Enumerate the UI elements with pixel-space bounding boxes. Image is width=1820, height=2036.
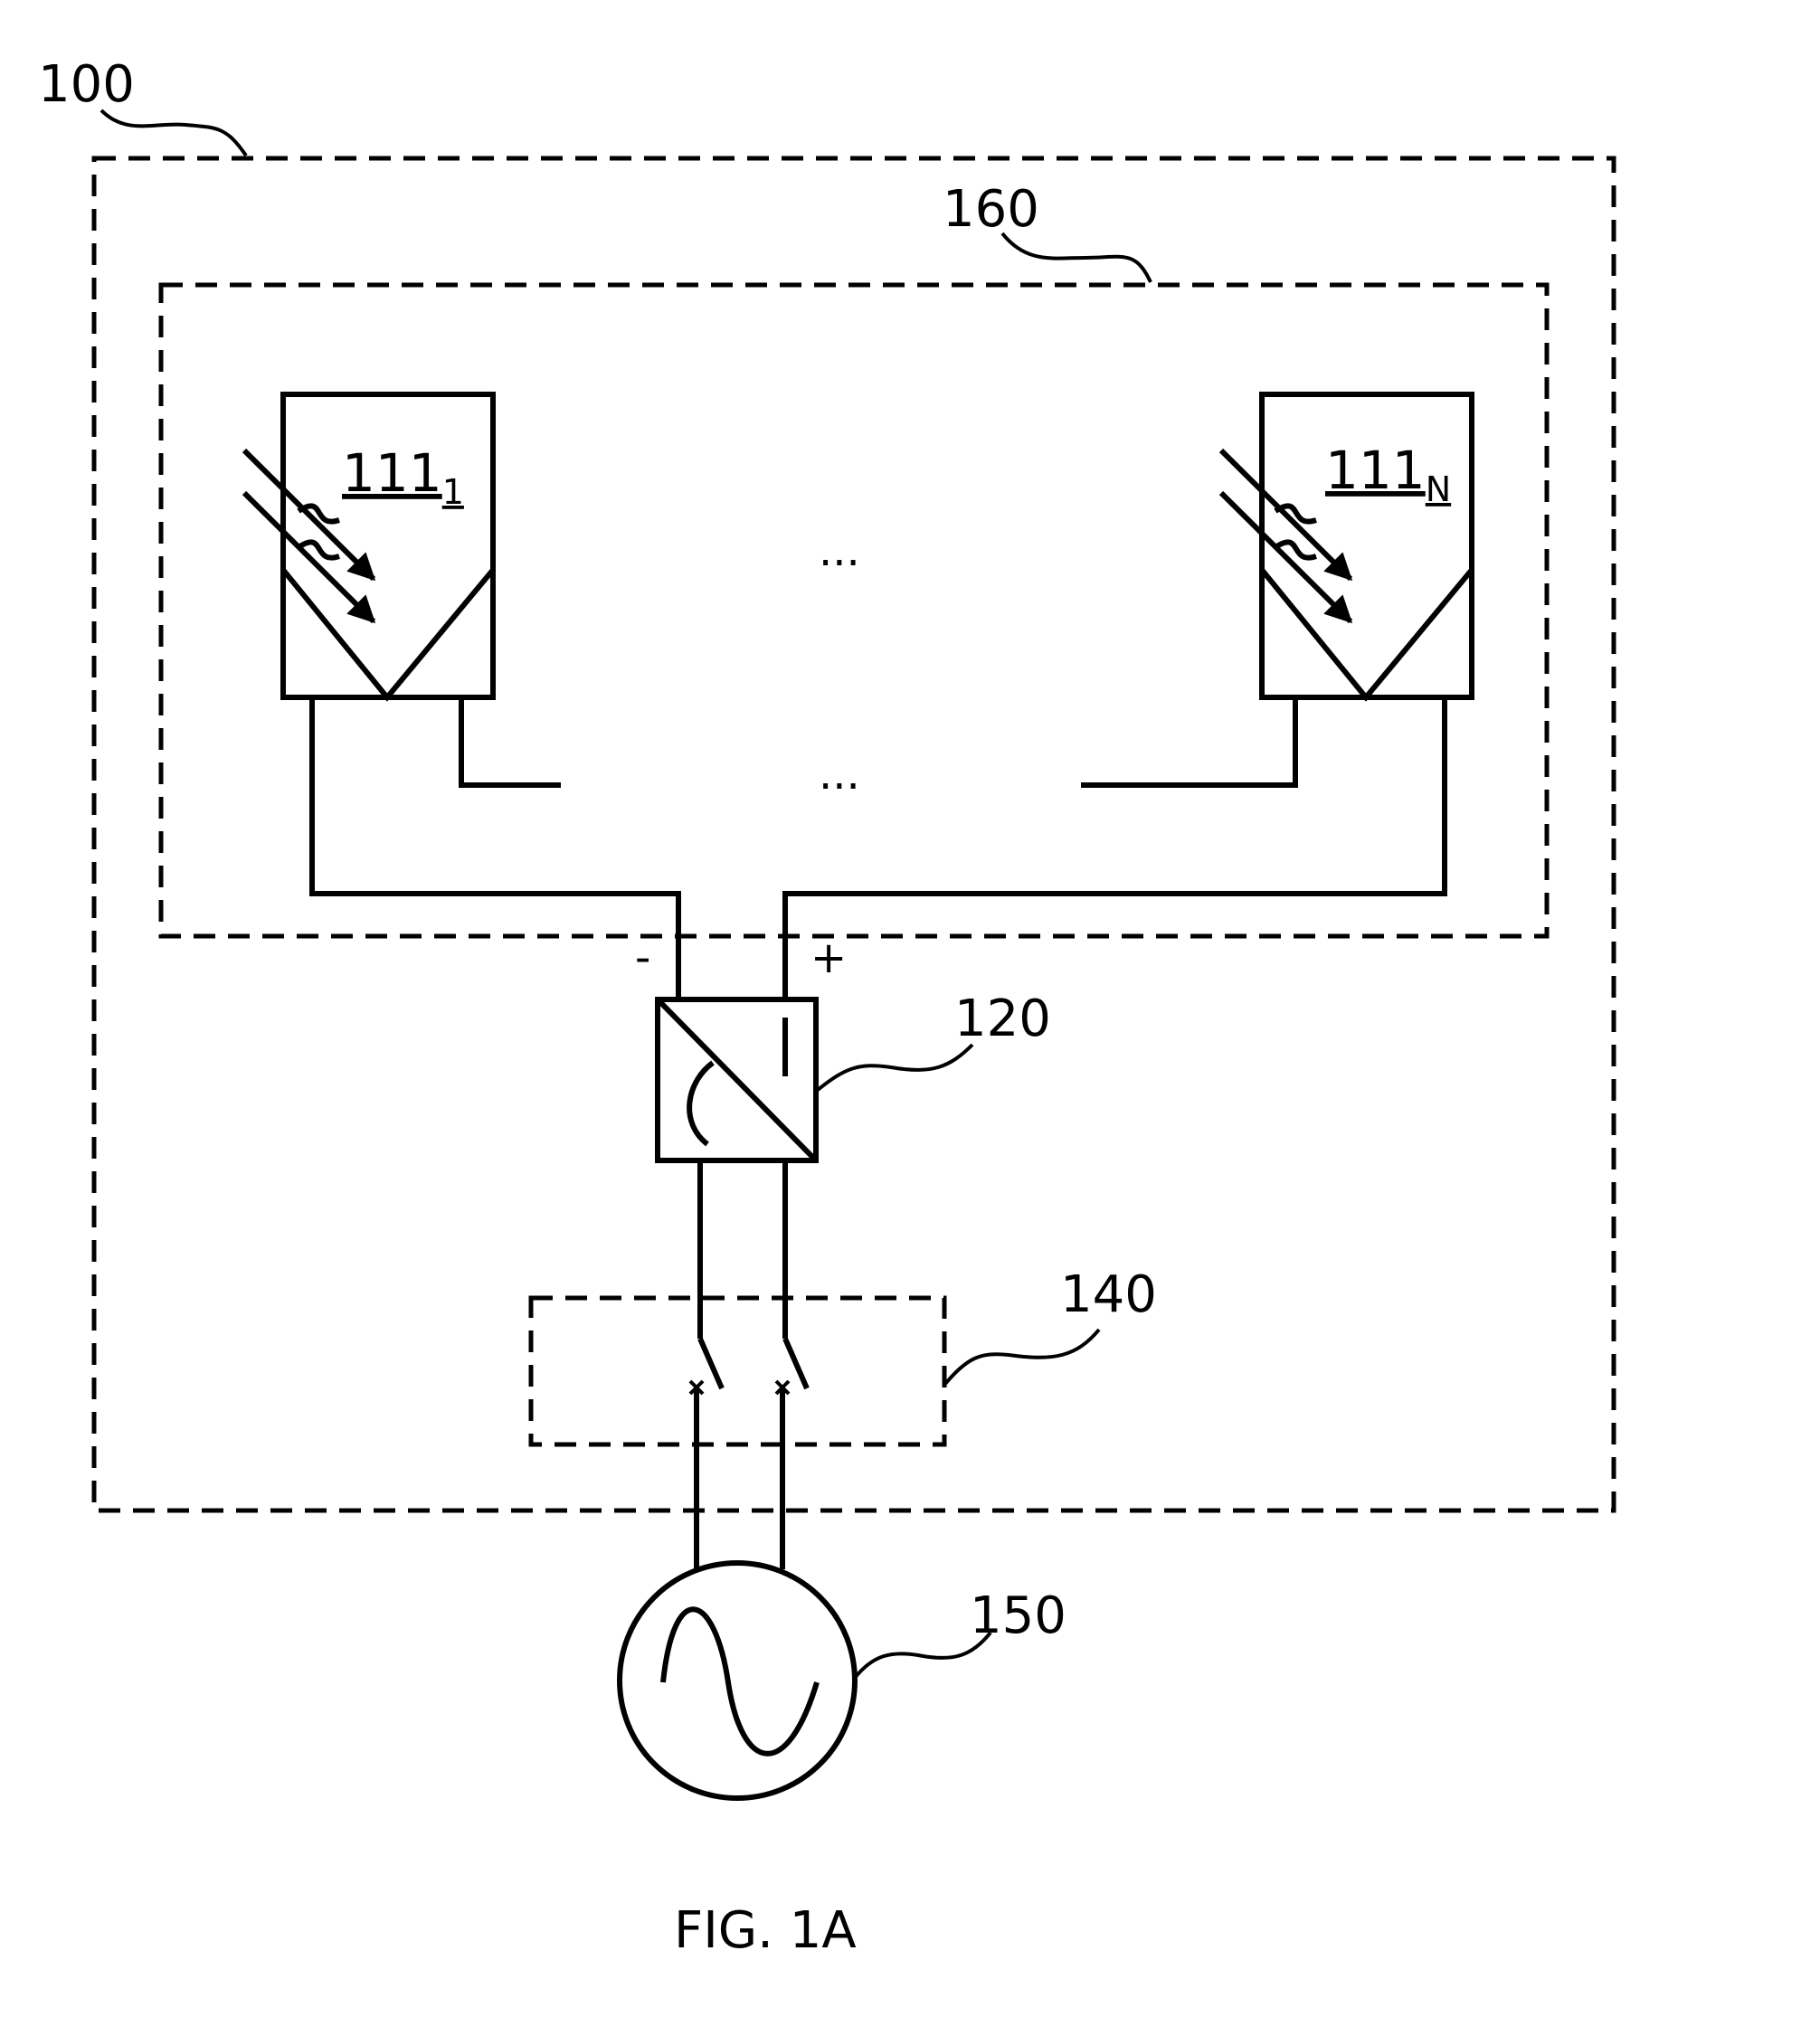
- inverter-leader-line: [818, 1045, 972, 1090]
- wire-module1-series: [461, 697, 561, 785]
- wire-positive: [785, 697, 1445, 999]
- array-leader-line: [1002, 233, 1151, 282]
- switch-label: 140: [1060, 1265, 1157, 1324]
- system-leader-line: [101, 110, 246, 156]
- wire-moduleN-series: [1081, 697, 1295, 785]
- switch-leader-line: [945, 1330, 1099, 1384]
- modules-ellipsis: ...: [819, 526, 860, 576]
- grid-label: 150: [970, 1586, 1066, 1645]
- dc-ac-inverter-icon: [658, 999, 816, 1160]
- minus-sign: -: [635, 933, 650, 983]
- ac-source-icon: [620, 1563, 855, 1798]
- system-label: 100: [38, 55, 135, 114]
- array-label: 160: [943, 180, 1039, 239]
- solar-panel-icon: [244, 394, 493, 697]
- module-first-label: 1111: [342, 442, 464, 512]
- switch-boundary: [531, 1298, 944, 1444]
- wire-negative: [312, 697, 678, 999]
- inverter-label: 120: [954, 990, 1051, 1048]
- system-boundary: [94, 158, 1614, 1510]
- plus-sign: +: [810, 933, 847, 983]
- module-last-label: 111N: [1325, 440, 1451, 509]
- wiring-ellipsis: ...: [819, 749, 860, 800]
- figure-caption: FIG. 1A: [674, 1901, 857, 1960]
- two-pole-switch-icon: [690, 1339, 807, 1394]
